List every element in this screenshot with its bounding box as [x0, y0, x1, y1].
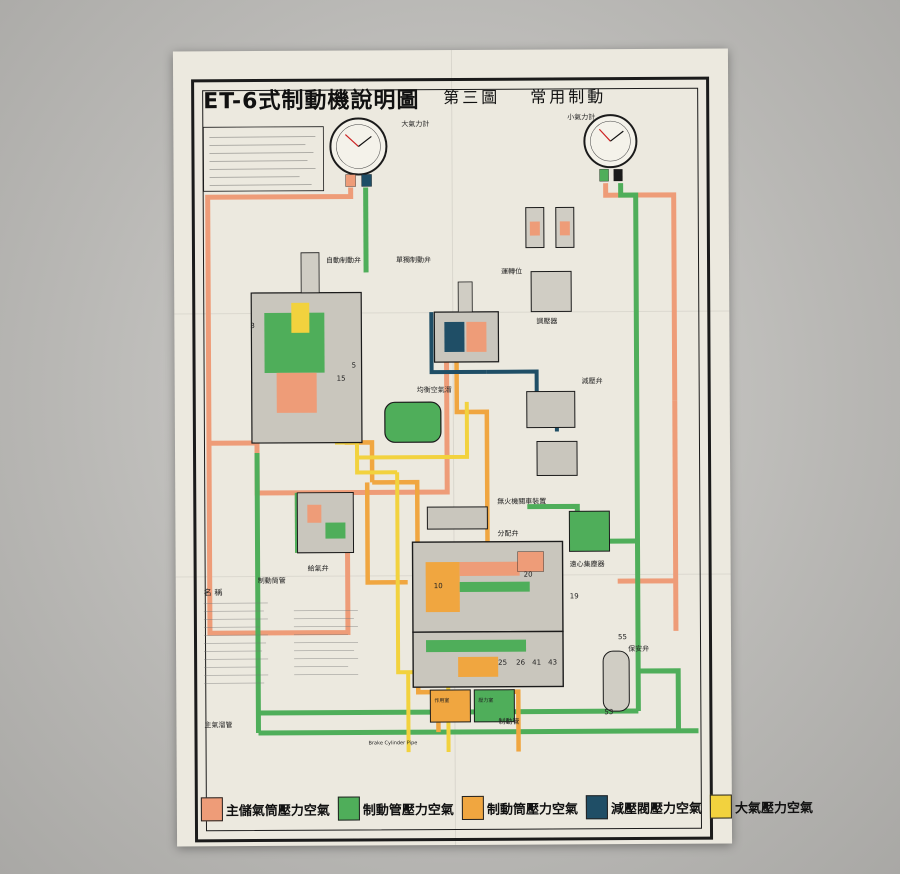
cut-out-cock-label: 主氣溜管: [204, 720, 232, 729]
figure-number: 第三圖: [443, 87, 501, 108]
color-legend: 主儲氣筒壓力空氣 制動管壓力空氣 制動筒壓力空氣 減壓閥壓力空氣 大氣壓力空氣: [195, 784, 813, 833]
pump-governor: 調壓器: [525, 206, 575, 326]
distributing-valve: 分配弁: [411, 529, 564, 688]
automatic-brake-valve-label: 自動制動弁: [326, 255, 361, 264]
brake-diagram: 大氣力計 小氣力計: [202, 112, 699, 753]
callout-number: 19: [570, 592, 579, 600]
callout-number: 55: [618, 633, 627, 641]
pump-governor-label: 調壓器: [536, 316, 557, 325]
legend-swatch: [200, 797, 223, 822]
dead-engine-fixture: 無火機關車裝置: [426, 497, 546, 530]
dead-engine-fixture-label: 無火機關車裝置: [497, 497, 546, 506]
callout-number: 10: [434, 582, 443, 590]
small-gauge: 小氣力計: [567, 112, 638, 182]
brake-pipe-label: 制動管: [498, 717, 519, 726]
centrifugal-collector-label: 遠心集塵器: [570, 559, 605, 568]
legend-label: 主儲氣筒壓力空氣: [225, 803, 330, 819]
main-gauge-label: 大氣力計: [401, 119, 429, 128]
parts-list-title: 名 稱: [204, 587, 223, 597]
poster-sheet: ET-6式制動機說明圖 第三圖 常用制動 大氣力計: [172, 48, 813, 847]
centrifugal-collector: 遠心集塵器: [568, 510, 611, 568]
reducing-valve-label: 減壓弁: [582, 376, 603, 385]
pressure-chamber-label: 壓力室: [478, 697, 493, 704]
parts-name-list: 名 稱: [204, 587, 359, 684]
equalizing-reservoir: 均衡空氣溜: [384, 385, 452, 443]
chambers: 作用室 壓力室: [429, 689, 515, 723]
safety-valve-label: 保安弁: [628, 644, 649, 653]
legend-swatch: [337, 796, 360, 821]
safety-valve: 保安弁: [602, 644, 649, 712]
application-chamber-label: 作用室: [434, 697, 449, 704]
poster-subtitle: 第三圖 常用制動: [443, 83, 628, 108]
poster-title: ET-6式制動機說明圖: [203, 88, 420, 115]
feed-valve-label: 給氣弁: [308, 564, 329, 573]
equalizing-reservoir-label: 均衡空氣溜: [417, 385, 452, 394]
brake-cylinder-pipe-cn-label: 制動筒管: [258, 576, 286, 585]
legend-item: 減壓閥壓力空氣: [585, 795, 702, 820]
legend-swatch: [709, 794, 733, 819]
reducing-valve: 減壓弁: [526, 376, 603, 477]
callout-number: 53: [604, 708, 613, 716]
callout-number: 20: [524, 571, 533, 579]
callout-number: 15: [337, 375, 346, 383]
automatic-brake-valve: 自動制動弁: [250, 252, 363, 444]
callout-number: 25: [498, 659, 507, 667]
legend-swatch: [461, 795, 484, 820]
brake-mode: 常用制動: [530, 87, 607, 107]
legend-label: 制動管壓力空氣: [362, 802, 454, 818]
callout-number: 43: [548, 658, 557, 666]
main-gauge: 大氣力計: [329, 117, 429, 187]
legend-item: 制動管壓力空氣: [337, 796, 454, 821]
distributing-valve-label: 分配弁: [497, 529, 518, 538]
legend-item: 大氣壓力空氣: [709, 794, 814, 819]
callout-number: 5: [352, 362, 357, 370]
independent-brake-valve: 單獨制動弁 運轉位: [396, 255, 522, 363]
small-gauge-label: 小氣力計: [567, 112, 595, 121]
callout-number: 26: [516, 659, 525, 667]
callout-number: 41: [532, 659, 541, 667]
legend-label: 減壓閥壓力空氣: [610, 801, 702, 817]
legend-label: 大氣壓力空氣: [734, 800, 814, 817]
summary-box: [202, 126, 325, 192]
legend-label: 制動筒壓力空氣: [486, 801, 578, 818]
callout-numbers: 3 5 15 10 19 20 25 26 41 43 53 55: [250, 322, 627, 716]
legend-swatch: [585, 795, 608, 820]
callout-number: 3: [250, 322, 255, 330]
independent-brake-valve-label: 單獨制動弁: [396, 255, 431, 264]
brake-cylinder-pipe-label: Brake Cylinder Pipe: [369, 740, 418, 746]
running-position-label: 運轉位: [501, 267, 522, 276]
legend-item: 制動筒壓力空氣: [461, 795, 578, 820]
feed-valve: 給氣弁: [296, 492, 355, 573]
legend-item: 主儲氣筒壓力空氣: [200, 797, 330, 822]
